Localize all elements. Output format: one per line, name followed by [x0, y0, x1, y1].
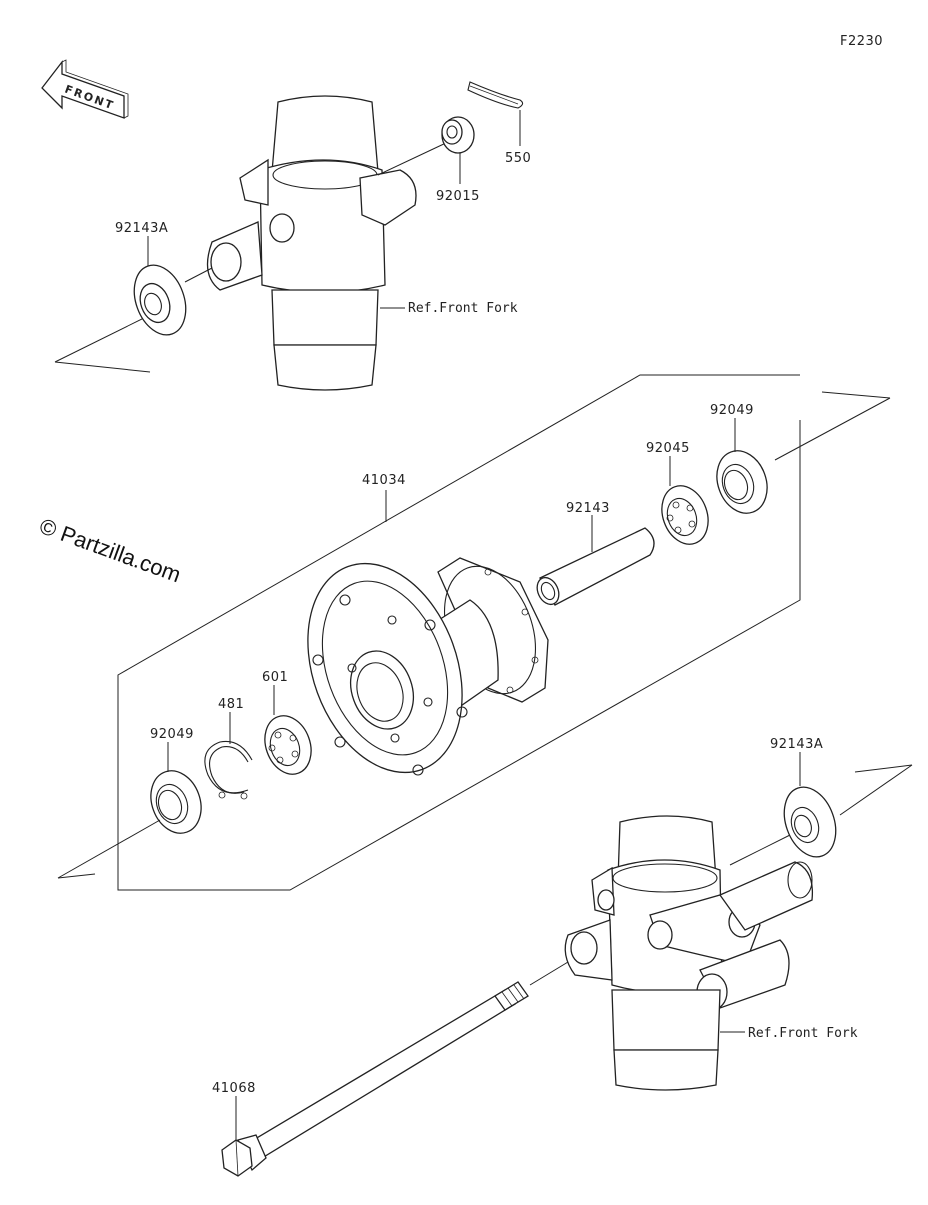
spacer-92143 [536, 527, 655, 606]
bottom-axle-line-upper [729, 834, 791, 866]
bearing-92045 [661, 485, 709, 545]
axle-bolt-41068 [221, 981, 529, 1177]
top-axle-line-left [184, 267, 213, 283]
top-axle-line-right [377, 141, 449, 176]
label-92049-left: 92049 [150, 727, 194, 742]
right-axle-line-tail [821, 391, 891, 399]
oil-seal-92049-left [150, 770, 202, 834]
bottom-axle-line-right [839, 764, 913, 816]
label-41068: 41068 [212, 1081, 256, 1096]
cotter-pin-550 [467, 81, 524, 109]
left-axle-line [57, 819, 161, 879]
top-axle-line-end [54, 314, 151, 363]
bolt-axis-line [529, 961, 569, 986]
oil-seal-92049-right [716, 450, 768, 514]
bottom-axle-line-tail [854, 764, 913, 773]
label-92143a-bottom: 92143A [770, 737, 823, 752]
bottom-front-fork [564, 815, 814, 1091]
label-481: 481 [218, 697, 244, 712]
ref-front-fork-top: Ref.Front Fork [408, 301, 518, 316]
front-arrow-icon: FRONT [41, 59, 129, 119]
label-92143: 92143 [566, 501, 610, 516]
watermark: © Partzilla.com [36, 513, 184, 587]
top-axle-line-tail [54, 361, 151, 373]
label-601: 601 [262, 670, 288, 685]
hub-assembly-frame [117, 374, 801, 891]
right-axle-line [774, 397, 891, 461]
label-550: 550 [505, 151, 531, 166]
nut-92015 [441, 116, 475, 154]
hub-41034 [307, 557, 549, 776]
label-41034: 41034 [362, 473, 406, 488]
collar-92143a-top [133, 264, 187, 336]
collar-92143a-bottom [783, 786, 837, 858]
left-axle-line-tail [57, 873, 96, 879]
circlip-481 [204, 740, 253, 800]
label-92143a-top: 92143A [115, 221, 168, 236]
bearing-601 [264, 715, 312, 775]
label-92015: 92015 [436, 189, 480, 204]
diagram-id: F2230 [840, 34, 883, 49]
label-92045: 92045 [646, 441, 690, 456]
label-92049-right: 92049 [710, 403, 754, 418]
top-front-fork [206, 95, 417, 391]
ref-front-fork-bottom: Ref.Front Fork [748, 1026, 858, 1041]
